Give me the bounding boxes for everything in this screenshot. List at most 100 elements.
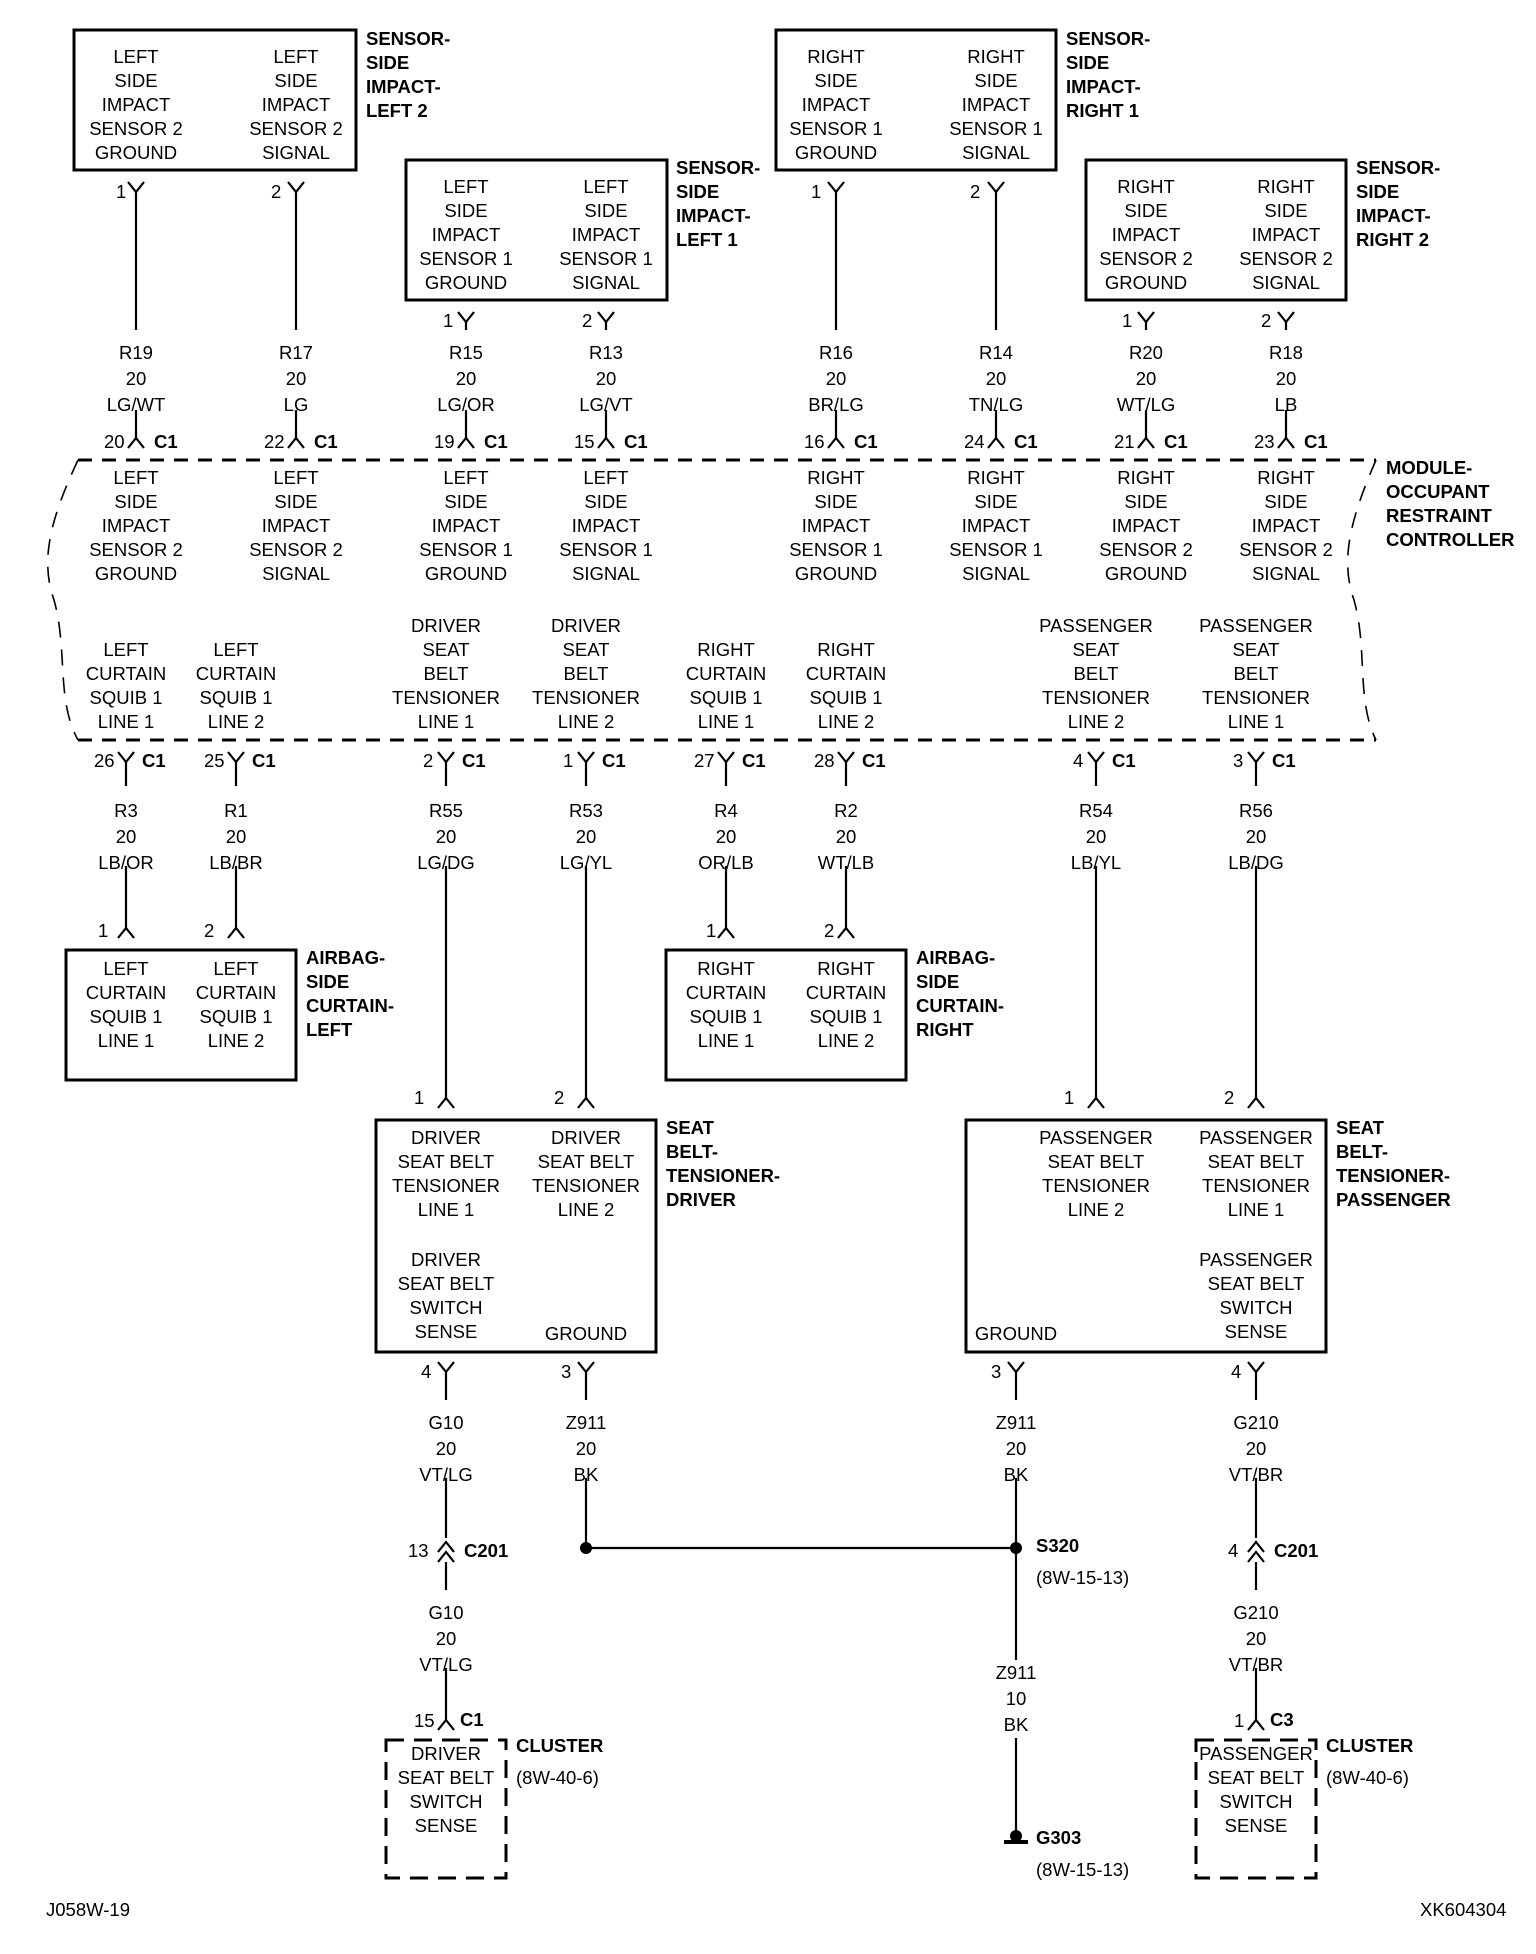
- orc-bottom-desc-line: SQUIB 1: [200, 687, 273, 708]
- wire-r2-label: R2 20 WT/LB: [818, 800, 875, 873]
- wire-z911-passenger-label: Z911 20 BK: [996, 1412, 1037, 1485]
- svg-text:IMPACT-: IMPACT-: [366, 76, 441, 97]
- orc-top-desc-line: SIDE: [274, 491, 317, 512]
- wire-r17-label: R17 20 LG: [279, 342, 313, 415]
- name-ascr: AIRBAG- SIDE CURTAIN- RIGHT: [916, 947, 1004, 1040]
- svg-text:GROUND: GROUND: [795, 142, 877, 163]
- rsis1-pin2-text: RIGHT SIDE IMPACT SENSOR 1 SIGNAL: [949, 46, 1043, 163]
- svg-text:BK: BK: [574, 1464, 599, 1485]
- svg-text:(8W-15-13): (8W-15-13): [1036, 1859, 1129, 1880]
- svg-text:4: 4: [1073, 750, 1083, 771]
- svg-text:R16: R16: [819, 342, 853, 363]
- orc-bottom-desc-line: BELT: [564, 663, 609, 684]
- svg-text:IMPACT-: IMPACT-: [1356, 205, 1431, 226]
- orc-bottom-desc-line: SEAT: [1073, 639, 1120, 660]
- svg-text:LINE 2: LINE 2: [208, 1030, 265, 1051]
- orc-bottom-desc-line: CURTAIN: [686, 663, 767, 684]
- name-rsis2: SENSOR- SIDE IMPACT- RIGHT 2: [1356, 157, 1440, 250]
- svg-text:SQUIB 1: SQUIB 1: [90, 1006, 163, 1027]
- orc-bottom-desc-line: CURTAIN: [86, 663, 167, 684]
- svg-text:LEFT: LEFT: [103, 958, 148, 979]
- svg-text:GROUND: GROUND: [975, 1323, 1057, 1344]
- name-sbtp: SEAT BELT- TENSIONER- PASSENGER: [1336, 1117, 1451, 1210]
- orc-bottom-desc-line: SQUIB 1: [90, 687, 163, 708]
- svg-text:LEFT 1: LEFT 1: [676, 229, 738, 250]
- lower-wires: [444, 1372, 1258, 1836]
- svg-text:RIGHT 1: RIGHT 1: [1066, 100, 1139, 121]
- svg-text:26: 26: [94, 750, 115, 771]
- wire-z911-driver-label: Z911 20 BK: [566, 1412, 607, 1485]
- svg-text:SIDE: SIDE: [584, 200, 627, 221]
- ascl-text: LEFT CURTAIN SQUIB 1 LINE 1 LEFT CURTAIN…: [86, 958, 277, 1051]
- svg-text:SIGNAL: SIGNAL: [962, 142, 1030, 163]
- orc-top-desc-line: SIDE: [444, 491, 487, 512]
- orc-left-border: [46, 459, 79, 741]
- svg-text:LEFT: LEFT: [443, 176, 488, 197]
- svg-text:Z911: Z911: [996, 1412, 1037, 1433]
- svg-text:R14: R14: [979, 342, 1013, 363]
- svg-text:SEAT BELT: SEAT BELT: [398, 1767, 495, 1788]
- svg-text:TENSIONER: TENSIONER: [532, 1175, 640, 1196]
- svg-text:RESTRAINT: RESTRAINT: [1386, 505, 1493, 526]
- svg-text:SIDE: SIDE: [444, 200, 487, 221]
- svg-text:SIDE: SIDE: [1356, 181, 1399, 202]
- name-orc: MODULE- OCCUPANT RESTRAINT CONTROLLER: [1386, 457, 1514, 550]
- svg-text:Z911: Z911: [566, 1412, 607, 1433]
- wire-r53-label: R53 20 LG/YL: [560, 800, 612, 873]
- svg-text:PASSENGER: PASSENGER: [1336, 1189, 1451, 1210]
- svg-text:22: 22: [264, 431, 285, 452]
- orc-bottom-desc-line: RIGHT: [697, 639, 755, 660]
- name-rsis1: SENSOR- SIDE IMPACT- RIGHT 1: [1066, 28, 1150, 121]
- svg-text:SIDE: SIDE: [1264, 200, 1307, 221]
- svg-text:DRIVER: DRIVER: [666, 1189, 736, 1210]
- svg-text:RIGHT: RIGHT: [807, 46, 865, 67]
- svg-text:SIDE: SIDE: [1124, 200, 1167, 221]
- svg-text:SENSOR-: SENSOR-: [366, 28, 450, 49]
- orc-bottom-desc-line: CURTAIN: [196, 663, 277, 684]
- svg-text:4: 4: [1228, 1540, 1238, 1561]
- svg-text:LG/VT: LG/VT: [579, 394, 632, 415]
- svg-text:IMPACT: IMPACT: [962, 94, 1031, 115]
- orc-top-desc-line: RIGHT: [1257, 467, 1315, 488]
- orc-bottom-desc-line: SEAT: [563, 639, 610, 660]
- svg-text:1: 1: [443, 310, 453, 331]
- svg-text:SIGNAL: SIGNAL: [1252, 272, 1320, 293]
- orc-top-desc-line: SIGNAL: [262, 563, 330, 584]
- orc-top-desc-line: SENSOR 1: [949, 539, 1043, 560]
- wire-r3-label: R3 20 LB/OR: [98, 800, 154, 873]
- svg-text:IMPACT: IMPACT: [262, 94, 331, 115]
- svg-text:BK: BK: [1004, 1464, 1029, 1485]
- mid-wires: [124, 762, 1258, 1098]
- svg-text:R13: R13: [589, 342, 623, 363]
- svg-text:G10: G10: [429, 1602, 464, 1623]
- svg-text:OCCUPANT: OCCUPANT: [1386, 481, 1490, 502]
- svg-text:C1: C1: [460, 1709, 484, 1730]
- svg-text:R3: R3: [114, 800, 138, 821]
- svg-text:LB/DG: LB/DG: [1228, 852, 1284, 873]
- svg-text:TENSIONER-: TENSIONER-: [1336, 1165, 1450, 1186]
- orc-top-desc-line: SIDE: [114, 491, 157, 512]
- sensor-side-impact-right-2-box: [1084, 158, 1348, 302]
- svg-text:10: 10: [1006, 1688, 1027, 1709]
- sensor-side-impact-left-2-box: [72, 28, 358, 172]
- svg-text:WT/LB: WT/LB: [818, 852, 875, 873]
- orc-bottom-desc-line: DRIVER: [411, 615, 481, 636]
- svg-text:RIGHT: RIGHT: [1117, 176, 1175, 197]
- orc-top-desc-line: SIGNAL: [962, 563, 1030, 584]
- svg-text:LEFT: LEFT: [213, 958, 258, 979]
- svg-text:3: 3: [991, 1361, 1001, 1382]
- lsis2-pin1-text: LEFT SIDE IMPACT SENSOR 2 GROUND: [89, 46, 183, 163]
- cluster-driver-box: [384, 1738, 508, 1880]
- svg-text:20: 20: [116, 826, 137, 847]
- svg-text:SIDE: SIDE: [814, 70, 857, 91]
- svg-text:20: 20: [576, 1438, 597, 1459]
- svg-text:C1: C1: [862, 750, 886, 771]
- svg-text:CURTAIN: CURTAIN: [686, 982, 767, 1003]
- svg-text:(8W-40-6): (8W-40-6): [1326, 1767, 1409, 1788]
- svg-text:SENSE: SENSE: [415, 1815, 478, 1836]
- svg-text:SENSOR-: SENSOR-: [1356, 157, 1440, 178]
- svg-text:RIGHT 2: RIGHT 2: [1356, 229, 1429, 250]
- svg-text:R20: R20: [1129, 342, 1163, 363]
